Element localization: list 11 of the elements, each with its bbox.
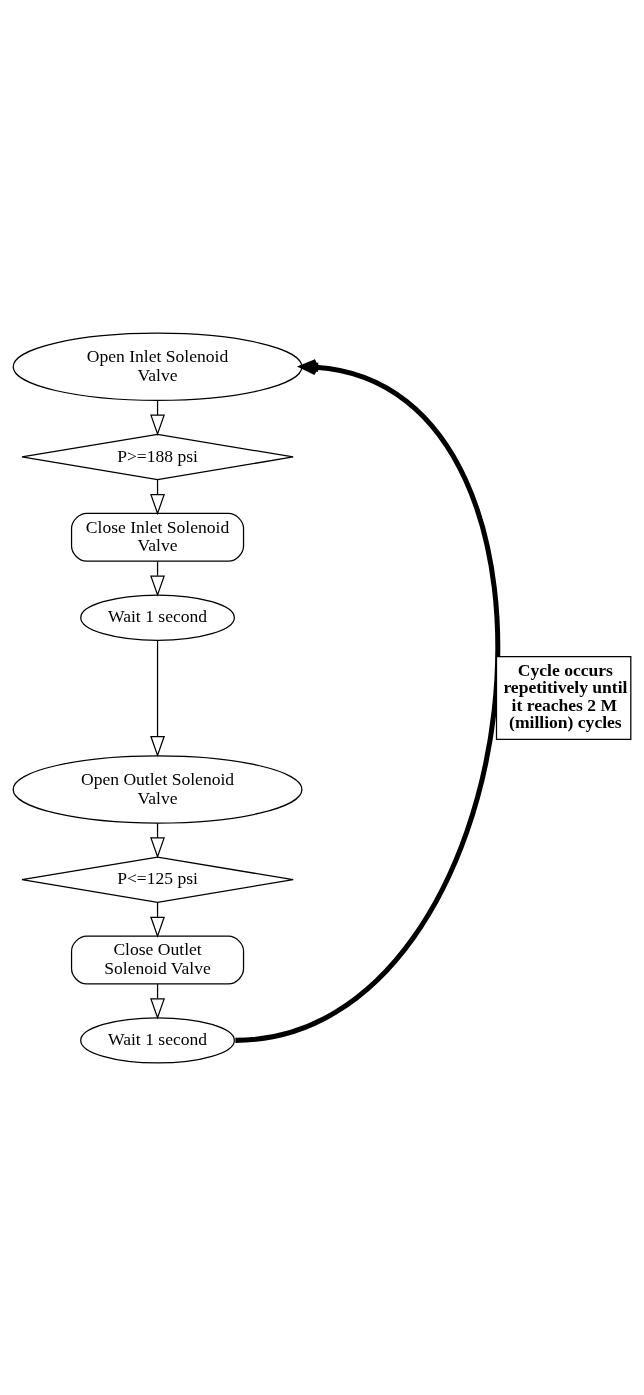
node-box: Close Inlet Solenoid Valve xyxy=(70,512,245,562)
node-ellipse: Open Outlet Solenoid Valve xyxy=(12,754,303,824)
node-ellipse: Wait 1 second xyxy=(80,593,235,641)
node-box: Close Outlet Solenoid Valve xyxy=(70,935,245,984)
node-ellipse: Open Inlet Solenoid Valve xyxy=(12,332,303,401)
edge-label: Cycle occurs repetitively until it reaches 2 M (million) cycles xyxy=(503,659,628,732)
node-diamond: P>=188 psi xyxy=(21,433,294,480)
arrow xyxy=(150,639,166,757)
node-diamond: P<=125 psi xyxy=(21,855,294,903)
node-ellipse: Wait 1 second xyxy=(80,1016,235,1064)
arrow xyxy=(234,358,500,1043)
